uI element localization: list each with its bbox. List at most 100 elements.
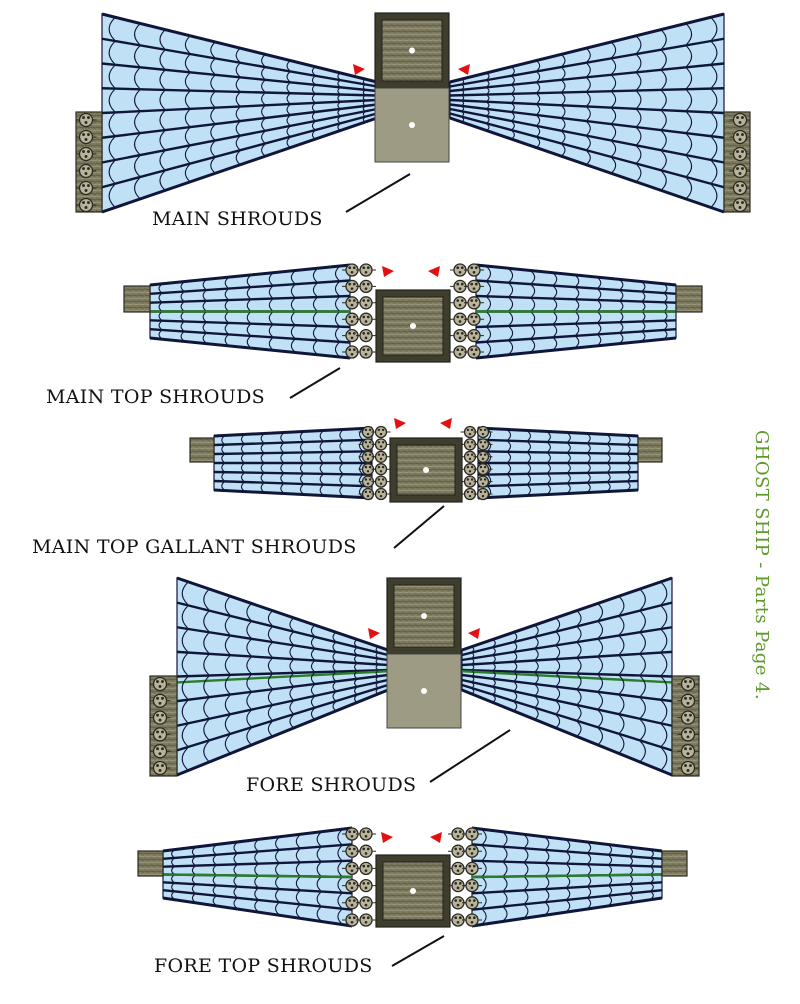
ratline: [587, 443, 591, 453]
ratline: [203, 611, 210, 632]
deadeye-hole: [348, 864, 352, 868]
ratline: [711, 65, 718, 88]
ratline: [587, 842, 592, 853]
ratline: [337, 877, 342, 893]
shroud-line: [461, 650, 673, 667]
ratline: [711, 89, 718, 112]
shroud-line: [101, 12, 378, 84]
deadeye-hole: [377, 453, 381, 456]
ratline: [240, 454, 245, 463]
deadeye-hole: [481, 494, 485, 498]
ratline: [191, 847, 195, 856]
ratline: [607, 482, 611, 491]
ratline: [358, 429, 363, 440]
shroud-panel: [449, 13, 725, 213]
deadeye-hole: [481, 432, 485, 436]
deadeye: [78, 163, 94, 179]
ratline: [295, 904, 300, 918]
deadeye-hole: [161, 696, 164, 700]
ratline: [561, 54, 566, 67]
deadeye-hole: [468, 899, 472, 902]
ratline: [587, 864, 592, 875]
deadeye-hole: [686, 701, 690, 705]
ratline: [246, 312, 251, 324]
deadeye-hole: [474, 266, 478, 270]
ratline: [280, 483, 284, 493]
ratline: [134, 67, 140, 89]
ratline: [561, 93, 566, 105]
deadeye-hole: [364, 441, 368, 444]
deadeye: [732, 197, 748, 213]
deadeye-hole: [364, 428, 368, 432]
ratline: [636, 54, 642, 72]
ratline: [527, 474, 531, 485]
ratline: [261, 67, 265, 80]
ratline: [354, 639, 357, 647]
ratline: [611, 157, 617, 173]
ratline: [586, 77, 591, 92]
ratline: [233, 898, 237, 909]
deadeye-hole: [364, 869, 368, 872]
shroud-line: [461, 576, 673, 652]
ratline: [664, 284, 668, 293]
ratline: [240, 463, 245, 472]
ratline: [275, 889, 279, 902]
deadeye-hole: [381, 478, 385, 481]
chainplate-strip: [75, 111, 103, 213]
ratline: [545, 902, 550, 915]
ratline: [556, 659, 561, 673]
ratline: [607, 435, 611, 444]
ratline: [462, 106, 465, 111]
ratline: [507, 463, 512, 474]
deadeye: [359, 279, 373, 294]
deadeye-hole: [458, 864, 462, 868]
label-leader-lines: [289, 173, 511, 967]
deadeye-hole: [84, 155, 88, 158]
ratline: [180, 322, 184, 331]
ratline: [191, 875, 195, 884]
ratline: [661, 90, 667, 110]
ratline: [487, 475, 492, 486]
ratline: [310, 637, 315, 648]
shroud-line: [213, 479, 373, 488]
ratline: [575, 299, 580, 311]
ratline: [332, 632, 336, 642]
ratline: [203, 741, 210, 762]
deadeye-hole: [366, 315, 370, 319]
ratline: [260, 463, 264, 473]
ratline: [337, 80, 340, 87]
main-top-gallant-shrouds-part: [189, 418, 663, 503]
deadeye-hole: [460, 315, 464, 319]
ratline: [527, 431, 531, 441]
ratline: [611, 108, 617, 124]
deadeye: [476, 463, 490, 476]
ratline: [224, 734, 231, 754]
shroud-line: [149, 319, 351, 329]
leader-line: [393, 505, 445, 549]
ratline: [664, 293, 668, 302]
deadeye-hole: [362, 882, 366, 885]
deadeye-hole: [350, 320, 354, 323]
ratline: [290, 325, 295, 339]
ratline: [180, 312, 184, 321]
ratline: [224, 312, 229, 323]
ratline: [620, 301, 624, 311]
ratline: [686, 67, 693, 89]
ratline: [299, 432, 304, 442]
ratline: [597, 323, 602, 334]
ratline: [511, 94, 515, 103]
ratline: [275, 863, 279, 876]
deadeye-hole: [458, 287, 462, 290]
ratline: [536, 137, 541, 148]
ratline: [535, 696, 539, 708]
shroud-line: [477, 479, 639, 488]
ratline: [472, 664, 475, 670]
deadeye-hole: [456, 299, 460, 302]
ratline: [224, 277, 229, 289]
ratline: [311, 76, 315, 85]
ratline: [577, 721, 582, 737]
ratline: [108, 41, 115, 65]
deadeye: [78, 129, 94, 145]
ratline: [268, 325, 273, 337]
ratline: [536, 71, 541, 82]
